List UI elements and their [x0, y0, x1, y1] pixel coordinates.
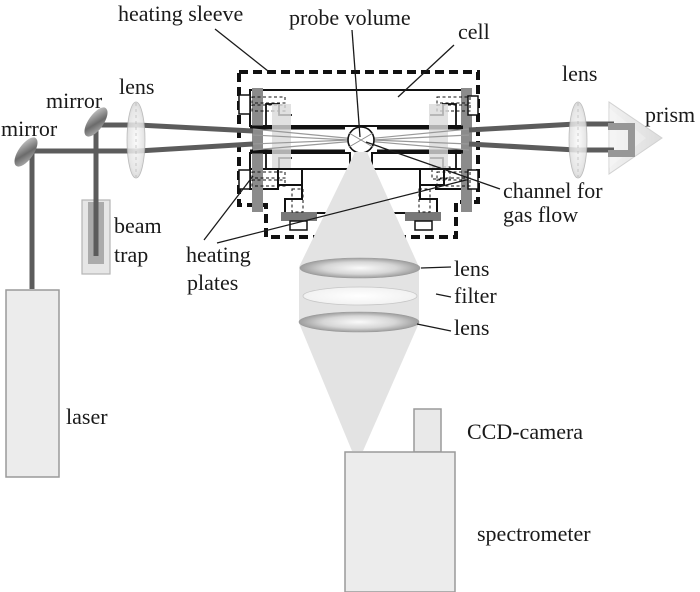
label-ccd-camera: CCD-camera: [467, 419, 583, 444]
leader-collection-lens-top: [420, 266, 452, 269]
leader-channel-gas: [365, 141, 501, 190]
bolt-head-bottom-right: [414, 220, 433, 231]
bolt-dashed-tl-1: [251, 96, 286, 104]
bolt-dashed-ml-1: [251, 171, 286, 179]
mirror-lower: [14, 137, 38, 167]
bolt-dashed-tr-2: [436, 104, 471, 112]
ccd-camera-box: [413, 408, 442, 453]
label-probe-volume: probe volume: [289, 5, 411, 30]
leader-heating-sleeve: [214, 28, 269, 72]
leader-cell: [397, 44, 455, 98]
collection-lens-bottom: [298, 311, 420, 333]
window-mount-stub-left: [277, 168, 303, 186]
beam-exit-upper: [468, 121, 614, 133]
label-lens-exit: lens: [562, 61, 597, 86]
leader-filter: [435, 293, 452, 298]
prism-fold-beam: [608, 123, 635, 157]
label-mirror-lower: mirror: [1, 116, 58, 141]
label-filter: filter: [454, 283, 497, 308]
label-channel-2: gas flow: [503, 202, 578, 227]
label-prism: prism: [645, 102, 695, 127]
leader-lines: [203, 28, 501, 332]
leader-collection-lens-bottom: [416, 323, 452, 332]
label-heating-sleeve: heating sleeve: [118, 1, 243, 26]
spectrometer-box: [344, 451, 456, 592]
bolt-dashed-mr-2: [436, 179, 471, 187]
label-beam-trap-1: beam: [114, 213, 162, 238]
exit-beams: [468, 121, 614, 153]
bolt-dashed-mr-1: [436, 171, 471, 179]
heating-plate-bottom-left: [281, 212, 317, 221]
leader-probe-volume: [351, 29, 361, 138]
label-cell: cell: [458, 19, 490, 44]
laser-box: [5, 289, 60, 478]
bolt-dashed-vert-right: [418, 188, 431, 213]
cell-bottom-flange-left: [249, 152, 351, 170]
label-mirror-upper: mirror: [46, 88, 103, 113]
gas-channel-dashed: [431, 166, 451, 180]
collection-lens-top: [299, 257, 421, 279]
cone-upper: [299, 152, 419, 267]
label-channel-1: channel for: [503, 178, 603, 203]
leader-heating-plates-2: [216, 179, 467, 244]
leader-heating-plates-1: [203, 175, 254, 241]
bolt-dashed-ml-2: [251, 179, 286, 187]
cone-lower: [299, 323, 419, 451]
heating-plate-bottom-right: [405, 212, 441, 221]
bolt-tab-top-right: [467, 95, 479, 116]
bolt-head-bottom-left: [289, 220, 308, 231]
label-collection-lens-bottom: lens: [454, 315, 489, 340]
label-beam-trap-2: trap: [114, 242, 148, 267]
beam-exit-lower: [468, 141, 614, 153]
beam-upper-horizontal: [94, 122, 254, 134]
filter-element: [302, 286, 418, 306]
labels: heating sleeve probe volume cell lens mi…: [1, 1, 695, 546]
probe-volume-cross-beams: [348, 132, 374, 148]
bolt-dashed-tr-1: [436, 96, 471, 104]
label-spectrometer: spectrometer: [477, 521, 591, 546]
label-lens-entry: lens: [119, 74, 154, 99]
label-laser: laser: [66, 404, 108, 429]
label-collection-lens-top: lens: [454, 256, 489, 281]
bolt-dashed-vert-left: [291, 188, 304, 213]
bolt-tab-top-left: [238, 94, 251, 115]
mirror-upper: [84, 107, 108, 137]
label-heating-plates-2: plates: [187, 270, 238, 295]
beam-crossing-lines: [252, 128, 470, 151]
label-heating-plates-1: heating: [186, 242, 251, 267]
